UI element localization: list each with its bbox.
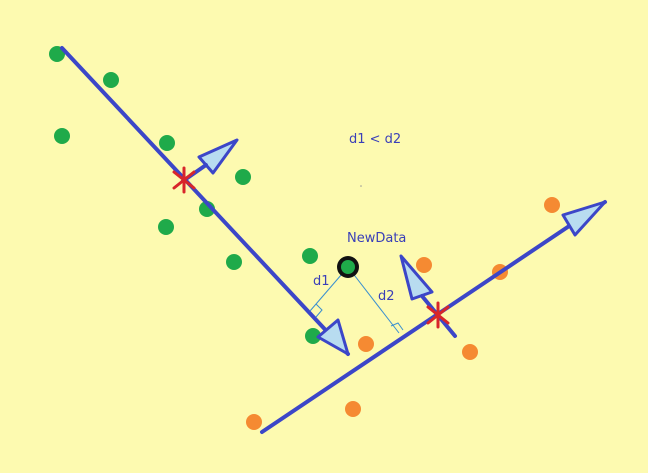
d2-distance-line [347, 266, 400, 334]
class-a-point [302, 248, 318, 264]
class-a-points [49, 46, 321, 344]
comparison-label: d1 < d2 [349, 132, 401, 147]
new-data-label: NewData [347, 231, 406, 246]
d1-label: d1 [313, 274, 330, 289]
class-b-point [462, 344, 478, 360]
class-b-center-marker [426, 301, 450, 329]
class-b-point [416, 257, 432, 273]
class-a-center-marker [172, 166, 196, 194]
d2-right-angle-marker [390, 322, 404, 331]
new-data-point [337, 256, 359, 278]
class-a-point [305, 328, 321, 344]
class-a-point [103, 72, 119, 88]
class-b-point [358, 336, 374, 352]
class-a-point [159, 135, 175, 151]
stray-dot [360, 185, 362, 187]
class-b-direction-arrowhead [561, 200, 607, 237]
class-a-point [54, 128, 70, 144]
class-b-point [345, 401, 361, 417]
d1-right-angle-marker [315, 303, 323, 318]
class-a-direction-arrowhead [316, 318, 350, 356]
class-a-point [235, 169, 251, 185]
class-a-direction-line [60, 46, 350, 356]
class-a-point [158, 219, 174, 235]
class-a-point [226, 254, 242, 270]
class-b-point [544, 197, 560, 213]
center-markers [172, 166, 450, 329]
d2-label: d2 [378, 289, 395, 304]
class-a-point [49, 46, 65, 62]
class-b-point [246, 414, 262, 430]
